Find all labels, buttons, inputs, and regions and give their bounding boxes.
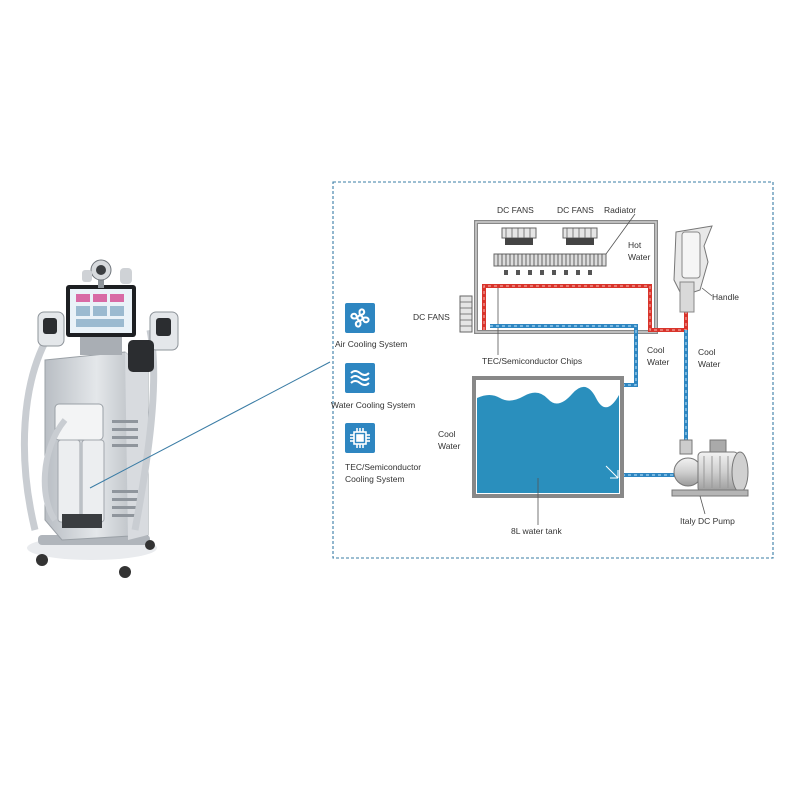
diagram-frame [332, 181, 774, 559]
label-cool-water-right-2: Water [698, 359, 721, 369]
label-handle: Handle [712, 292, 739, 302]
vents [112, 420, 138, 517]
dc-fan-unit-1 [501, 227, 537, 245]
water-waves-icon [345, 363, 375, 393]
label-dc-fans-1: DC FANS [497, 205, 534, 215]
fan-icon [345, 303, 375, 333]
cryolipolysis-machine [20, 259, 179, 578]
water-tank [472, 376, 624, 525]
callout-line [89, 361, 331, 489]
wheel [36, 554, 48, 566]
radiator [493, 213, 636, 267]
wheel [145, 540, 155, 550]
label-tec-chips: TEC/Semiconductor Chips [482, 356, 582, 366]
legend-tec-label-line1: TEC/Semiconductor [345, 462, 422, 472]
tec-chips [504, 270, 592, 275]
label-radiator: Radiator [604, 205, 636, 215]
chip-icon [345, 423, 375, 453]
legend-air-label: Air Cooling System [335, 339, 408, 349]
wheel [119, 566, 131, 578]
label-cool-water-mid-1: Cool [647, 345, 665, 355]
dc-pump [671, 439, 749, 515]
label-water-tank: 8L water tank [511, 526, 562, 536]
legend-water-label: Water Cooling System [331, 400, 416, 410]
dc-fan-unit-2 [562, 227, 598, 245]
label-hot-water-1: Hot [628, 240, 642, 250]
label-dc-fans-2: DC FANS [557, 205, 594, 215]
label-cool-water-left-2: Water [438, 441, 461, 451]
label-pump: Italy DC Pump [680, 516, 735, 526]
label-cool-water-mid-2: Water [647, 357, 670, 367]
label-cool-water-left-1: Cool [438, 429, 456, 439]
label-hot-water-2: Water [628, 252, 651, 262]
label-dc-fans-side: DC FANS [413, 312, 450, 322]
handle-device [673, 225, 713, 313]
legend-tec-label-line2: Cooling System [345, 474, 405, 484]
dc-fan-side [459, 295, 473, 333]
label-cool-water-right-1: Cool [698, 347, 716, 357]
cooling-diagram: DC FANS DC FANS Radiator Hot Water DC FA… [413, 205, 749, 536]
